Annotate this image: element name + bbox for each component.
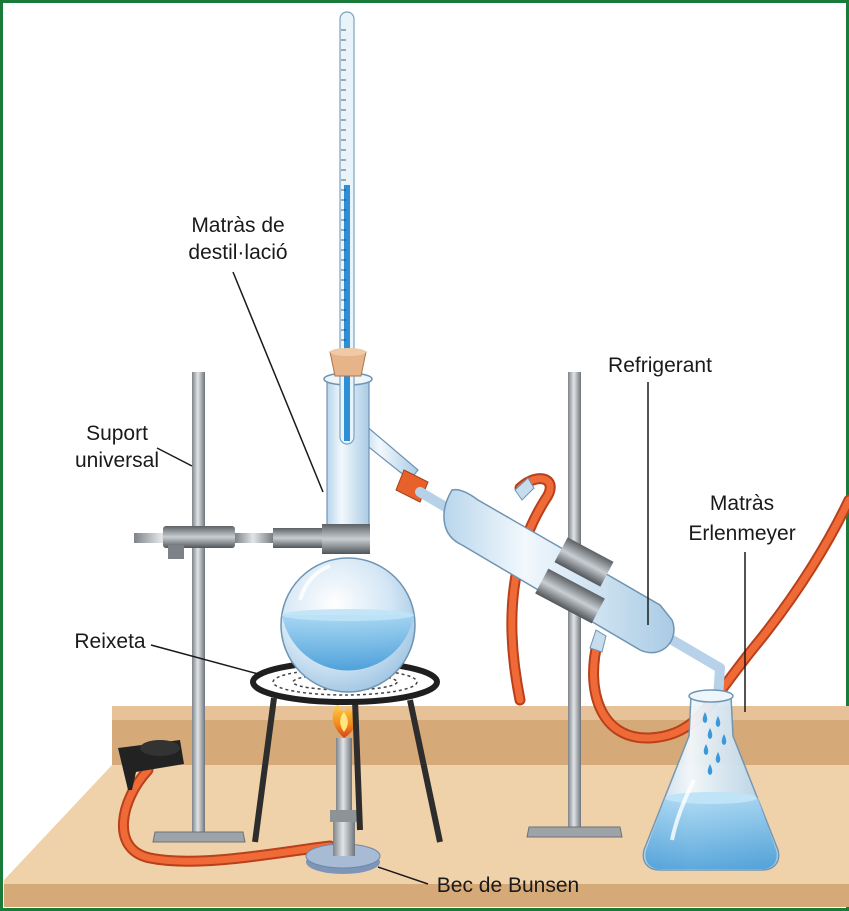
label-distillation-flask-line1: Matràs de — [191, 214, 284, 237]
label-erlenmeyer-line1: Matràs — [710, 492, 774, 515]
flame-icon — [332, 704, 355, 738]
label-bunsen-burner: Bec de Bunsen — [437, 874, 579, 897]
label-universal-stand-line1: Suport — [86, 422, 148, 445]
bunsen-burner — [305, 738, 381, 874]
clamp-icon — [134, 524, 370, 559]
label-universal-stand-line2: universal — [75, 449, 159, 472]
label-condenser: Refrigerant — [608, 354, 712, 377]
leader-lines — [150, 271, 746, 885]
universal-stand — [152, 372, 246, 843]
label-erlenmeyer-line2: Erlenmeyer — [688, 522, 795, 545]
tripod — [252, 697, 443, 843]
tap-icon — [118, 740, 184, 790]
label-distillation-flask-line2: destil·lació — [188, 241, 287, 264]
erlenmeyer-flask — [642, 689, 780, 871]
condenser — [415, 477, 725, 703]
label-wire-gauze: Reixeta — [74, 630, 146, 653]
thermometer-icon — [329, 11, 367, 445]
water-drops-icon — [702, 712, 727, 775]
